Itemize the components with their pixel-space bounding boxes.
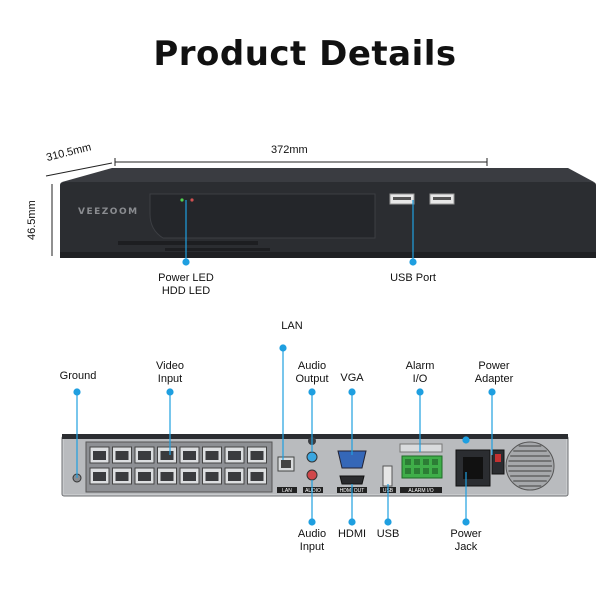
page-title: Product Details bbox=[153, 34, 457, 74]
label-vga: VGA bbox=[340, 372, 364, 384]
power-led bbox=[180, 198, 184, 202]
brand-logo: VEEZOOM bbox=[78, 207, 139, 217]
audio-output-jack bbox=[306, 451, 318, 463]
back-callouts bbox=[73, 344, 496, 526]
label-power-adapter: Power Adapter bbox=[474, 360, 514, 385]
label-alarm-io: Alarm I/O bbox=[405, 360, 435, 385]
label-hdmi: HDMI bbox=[337, 528, 367, 540]
usb-back-port bbox=[382, 465, 393, 487]
dimension-height: 46.5mm bbox=[26, 200, 38, 240]
hdd-led bbox=[190, 198, 194, 202]
panel-label-lan: LAN bbox=[282, 488, 292, 494]
label-video-input: Video Input bbox=[156, 360, 184, 385]
label-audio-input: Audio Input bbox=[297, 528, 327, 553]
nvr-front-view: VEEZOOM bbox=[60, 168, 596, 258]
label-audio-output: Audio Output bbox=[295, 360, 329, 385]
label-usb-port: USB Port bbox=[390, 272, 436, 284]
hdmi-port bbox=[339, 475, 365, 485]
label-power-hdd-led: Power LED HDD LED bbox=[158, 272, 214, 297]
panel-label-alarm: ALARM I/O bbox=[408, 488, 433, 494]
label-power-jack: Power Jack bbox=[450, 528, 482, 553]
label-lan: LAN bbox=[281, 320, 303, 332]
label-usb: USB bbox=[376, 528, 400, 540]
vga-port bbox=[337, 450, 367, 469]
panel-label-audio: AUDIO bbox=[305, 488, 321, 494]
dimension-lines bbox=[45, 158, 488, 256]
video-input-ports bbox=[89, 446, 267, 485]
nvr-back-view bbox=[61, 434, 569, 497]
dimension-width: 372mm bbox=[271, 144, 308, 156]
audio-input-jack bbox=[306, 469, 318, 481]
front-callouts bbox=[182, 200, 417, 266]
label-ground: Ground bbox=[59, 370, 97, 382]
